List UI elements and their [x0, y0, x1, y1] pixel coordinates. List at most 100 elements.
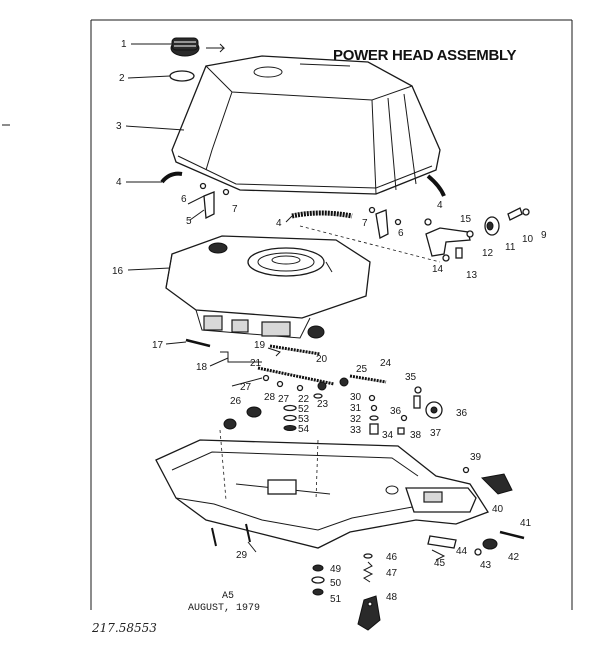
callout-51: 51 — [330, 594, 342, 605]
callout-48: 48 — [386, 592, 398, 603]
part-43-washer — [474, 548, 482, 556]
part-26-grommet — [223, 406, 262, 430]
part-14-washer — [442, 254, 450, 262]
callout-13: 13 — [466, 270, 478, 281]
revision-code: A5 — [222, 591, 234, 602]
callout-9: 9 — [541, 230, 547, 241]
callout-30: 30 — [350, 392, 362, 403]
callout-28: 28 — [264, 392, 276, 403]
part-9-nut — [522, 208, 530, 216]
callout-17: 17 — [152, 340, 164, 351]
callout-54: 54 — [298, 424, 310, 435]
callout-49: 49 — [330, 564, 342, 575]
callout-41: 41 — [520, 518, 532, 529]
part-4-seal-left — [160, 171, 183, 184]
callout-50: 50 — [330, 578, 342, 589]
callout-12: 12 — [482, 248, 494, 259]
part-27-washer-b — [296, 384, 304, 392]
callout-10: 10 — [522, 234, 534, 245]
callout-29: 29 — [236, 550, 248, 561]
part-2-washer — [169, 70, 195, 82]
callout-7: 7 — [232, 204, 238, 215]
diagram-title: POWER HEAD ASSEMBLY — [333, 47, 517, 64]
part-52-53-54-stack — [283, 393, 323, 431]
callout-23: 23 — [317, 399, 329, 410]
callout-39: 39 — [470, 452, 482, 463]
part-41-pin — [499, 530, 525, 540]
part-40-handle — [405, 487, 477, 513]
callout-4: 4 — [116, 177, 122, 188]
callout-40: 40 — [492, 504, 504, 515]
callout-38: 38 — [410, 430, 422, 441]
callout-6: 6 — [181, 194, 187, 205]
part-13-spacer — [455, 247, 463, 259]
part-44-plate — [427, 535, 457, 549]
callout-31: 31 — [350, 403, 362, 414]
part-29-screws — [211, 523, 251, 547]
part-4-seal-right — [426, 174, 446, 197]
part-11-knob — [484, 216, 500, 236]
leader-lines — [125, 43, 293, 553]
callout-labels: 1 2 3 4 5 6 7 4 4 7 6 15 12 11 10 9 14 1… — [112, 39, 547, 605]
callout-1: 1 — [121, 39, 127, 50]
callout-53: 53 — [298, 414, 310, 425]
callout-26: 26 — [230, 396, 242, 407]
callout-2: 2 — [119, 73, 125, 84]
callout-6b: 6 — [398, 228, 404, 239]
callout-35: 35 — [405, 372, 417, 383]
part-21-strip — [257, 366, 335, 386]
part-46-washer — [363, 553, 373, 559]
part-47-spring — [362, 561, 374, 583]
part-10-stud — [507, 207, 523, 221]
callout-14: 14 — [432, 264, 444, 275]
part-49-51-stack — [311, 564, 325, 596]
callout-20: 20 — [316, 354, 328, 365]
part-30-33-stack — [368, 394, 379, 435]
callout-4b: 4 — [276, 218, 282, 229]
part-20-strip — [269, 344, 321, 356]
callout-46: 46 — [386, 552, 398, 563]
callout-32: 32 — [350, 414, 362, 425]
part-15-bracket — [424, 218, 471, 257]
callout-34: 34 — [382, 430, 394, 441]
callout-19: 19 — [254, 340, 266, 351]
callout-45: 45 — [434, 558, 446, 569]
part-19-clip — [267, 347, 281, 357]
callout-3: 3 — [116, 121, 122, 132]
callout-5: 5 — [186, 216, 192, 227]
callout-36: 36 — [390, 406, 402, 417]
part-28-screw — [276, 380, 284, 388]
callout-24: 24 — [380, 358, 392, 369]
part-23-nut — [317, 381, 327, 391]
callout-47: 47 — [386, 568, 398, 579]
part-1-knob — [170, 37, 226, 57]
callout-27b: 27 — [278, 394, 290, 405]
part-24-screw — [349, 374, 387, 384]
part-3-engine-cover — [171, 55, 441, 195]
part-5-6-7-left-latch — [199, 182, 230, 220]
revision-date: AUGUST, 1979 — [188, 603, 260, 614]
part-18-link — [220, 351, 262, 363]
part-12-screw — [466, 230, 474, 238]
callout-21: 21 — [250, 358, 262, 369]
part-6-7-right-latch — [368, 206, 402, 239]
callout-27: 27 — [240, 382, 252, 393]
part-number: 217.58553 — [91, 621, 157, 635]
callout-42: 42 — [508, 552, 520, 563]
part-42-grommet — [482, 538, 498, 550]
part-25-nut — [339, 377, 349, 387]
callout-37: 37 — [430, 428, 442, 439]
callout-15: 15 — [460, 214, 472, 225]
callout-7b: 7 — [362, 218, 368, 229]
part-48-lever — [357, 595, 381, 631]
part-4-seal-center — [291, 210, 353, 219]
part-27-washer-a — [262, 374, 270, 382]
bottom-cowl — [155, 429, 489, 549]
part-45-spring — [431, 549, 446, 561]
diagram-frame — [2, 19, 573, 610]
callout-18: 18 — [196, 362, 208, 373]
part-39-lever — [462, 466, 513, 495]
callout-22: 22 — [298, 394, 310, 405]
callout-33: 33 — [350, 425, 362, 436]
